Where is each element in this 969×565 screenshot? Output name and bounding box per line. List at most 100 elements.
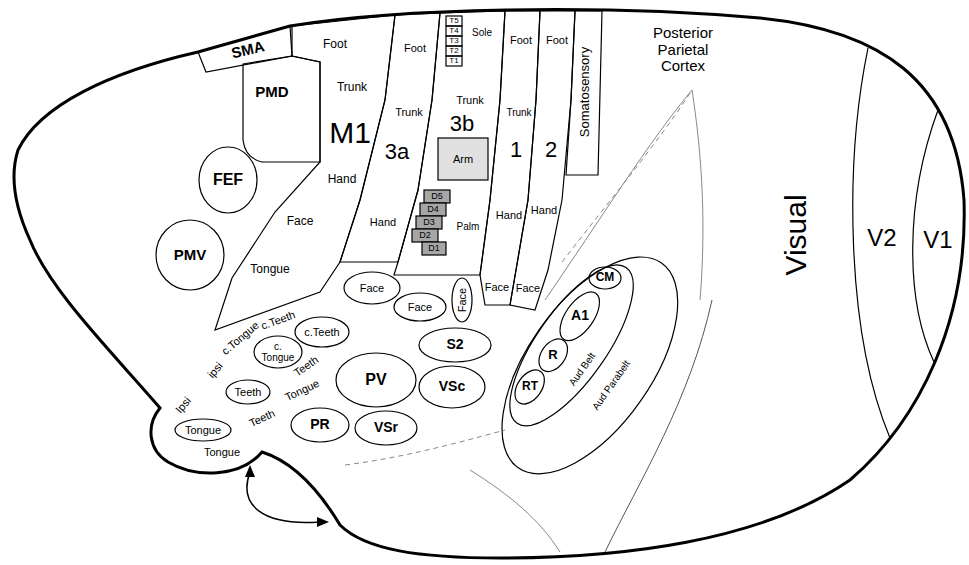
parietal-border xyxy=(545,90,692,300)
region-outline xyxy=(510,11,575,310)
region-label: Face xyxy=(287,215,314,228)
region-outline xyxy=(446,36,462,46)
region-outline xyxy=(913,110,965,362)
brain-region: RT xyxy=(513,368,546,406)
region-outline xyxy=(509,365,550,410)
region-outline xyxy=(566,11,602,175)
arrow-head xyxy=(317,517,329,527)
region-label: 1 xyxy=(510,138,522,162)
area-label: Ipsi xyxy=(173,395,193,416)
region-label: Face xyxy=(485,281,509,293)
region-label: Aud Parabelt xyxy=(590,358,632,412)
region-outline xyxy=(416,216,442,229)
brain-region: Tongue xyxy=(173,417,233,443)
region-outline xyxy=(156,220,224,290)
region-outline xyxy=(419,328,491,362)
region-outline xyxy=(199,147,257,213)
region-label: c. Tongue xyxy=(260,341,296,363)
area-label: Teeth xyxy=(292,353,321,378)
region-outline xyxy=(336,353,416,407)
region-outline xyxy=(489,247,655,443)
region-outline xyxy=(198,26,292,72)
region-outline xyxy=(394,293,446,321)
brain-region: PV xyxy=(334,351,418,409)
region-label: c.Teeth xyxy=(304,326,339,338)
brain-region: Face xyxy=(342,270,402,306)
region-label: Trunk xyxy=(395,106,423,118)
region-label: D2 xyxy=(419,231,431,241)
region-label: Face xyxy=(408,301,432,313)
area-label: Tongue xyxy=(283,377,321,403)
region-label: T2 xyxy=(449,47,458,56)
region-outline xyxy=(446,16,462,26)
area-label: c.Tongue xyxy=(219,319,261,357)
brain-region: FEF xyxy=(197,145,259,215)
region-outline xyxy=(422,242,446,255)
region-outline xyxy=(344,272,400,304)
region-outline xyxy=(552,285,607,347)
region-label: RT xyxy=(522,380,538,393)
region-outline xyxy=(412,229,438,242)
brain-region: VSc xyxy=(417,364,487,410)
region-label: Foot xyxy=(510,34,532,46)
region-outline xyxy=(340,13,440,262)
brain-region: c.Teeth xyxy=(293,315,351,349)
region-outline xyxy=(420,203,446,216)
temporal-border xyxy=(470,470,560,552)
region-label: Foot xyxy=(323,38,347,51)
brain-region: R xyxy=(537,337,570,374)
brain-region: Face xyxy=(392,291,448,323)
brain-region: Somatosensory xyxy=(564,9,604,177)
region-label: T5 xyxy=(449,17,458,26)
region-label: PV xyxy=(365,371,386,389)
parietal-border xyxy=(692,90,703,300)
region-outline xyxy=(589,267,621,289)
region-label: D3 xyxy=(423,218,435,228)
area-label: Posterior Parietal Cortex xyxy=(641,25,725,75)
region-label: Tongue xyxy=(250,263,289,276)
region-outline xyxy=(226,380,270,404)
brain-region: A1 xyxy=(558,290,601,343)
region-label: 3a xyxy=(385,140,409,164)
brain-region: PMV xyxy=(154,218,226,292)
area-label: c.Teeth xyxy=(259,308,296,331)
brain-region: Face xyxy=(450,276,474,324)
region-label: Teeth xyxy=(235,386,262,398)
region-label: T1 xyxy=(449,57,458,66)
region-label: Hand xyxy=(328,173,357,186)
region-outline xyxy=(446,26,462,36)
region-label: Aud Belt xyxy=(567,350,598,387)
region-outline xyxy=(446,46,462,56)
brain-region: T1 xyxy=(444,54,464,68)
temporal-border xyxy=(345,430,505,465)
region-label: Tongue xyxy=(185,424,221,436)
region-label: Somatosensory xyxy=(578,47,592,137)
region-label: M1 xyxy=(329,116,371,149)
arrow-head xyxy=(245,465,255,477)
region-label: Trunk xyxy=(456,94,484,106)
region-label: Foot xyxy=(404,42,426,54)
region-outline xyxy=(424,190,450,203)
brain-region: V1 xyxy=(903,108,968,364)
region-label: D1 xyxy=(428,244,440,254)
brain-region: S2 xyxy=(417,326,493,364)
region-label: D5 xyxy=(431,192,443,202)
brain-region: FootTrunk1HandFace xyxy=(478,9,542,307)
region-label: PMV xyxy=(174,247,207,264)
region-label: Face xyxy=(456,288,468,312)
region-label: T3 xyxy=(449,37,458,46)
region-outline xyxy=(419,366,485,408)
region-label: Arm xyxy=(453,153,473,165)
region-label: FEF xyxy=(213,171,243,189)
region-outline xyxy=(355,411,417,445)
region-outline xyxy=(215,15,395,330)
region-label: Hand xyxy=(531,204,557,216)
region-label: PR xyxy=(310,417,329,432)
region-label: Face xyxy=(516,282,540,294)
area-label: Teeth xyxy=(247,407,277,429)
area-label: Visual xyxy=(779,194,812,275)
region-outline xyxy=(243,56,320,162)
area-label: Tongue xyxy=(204,446,240,458)
